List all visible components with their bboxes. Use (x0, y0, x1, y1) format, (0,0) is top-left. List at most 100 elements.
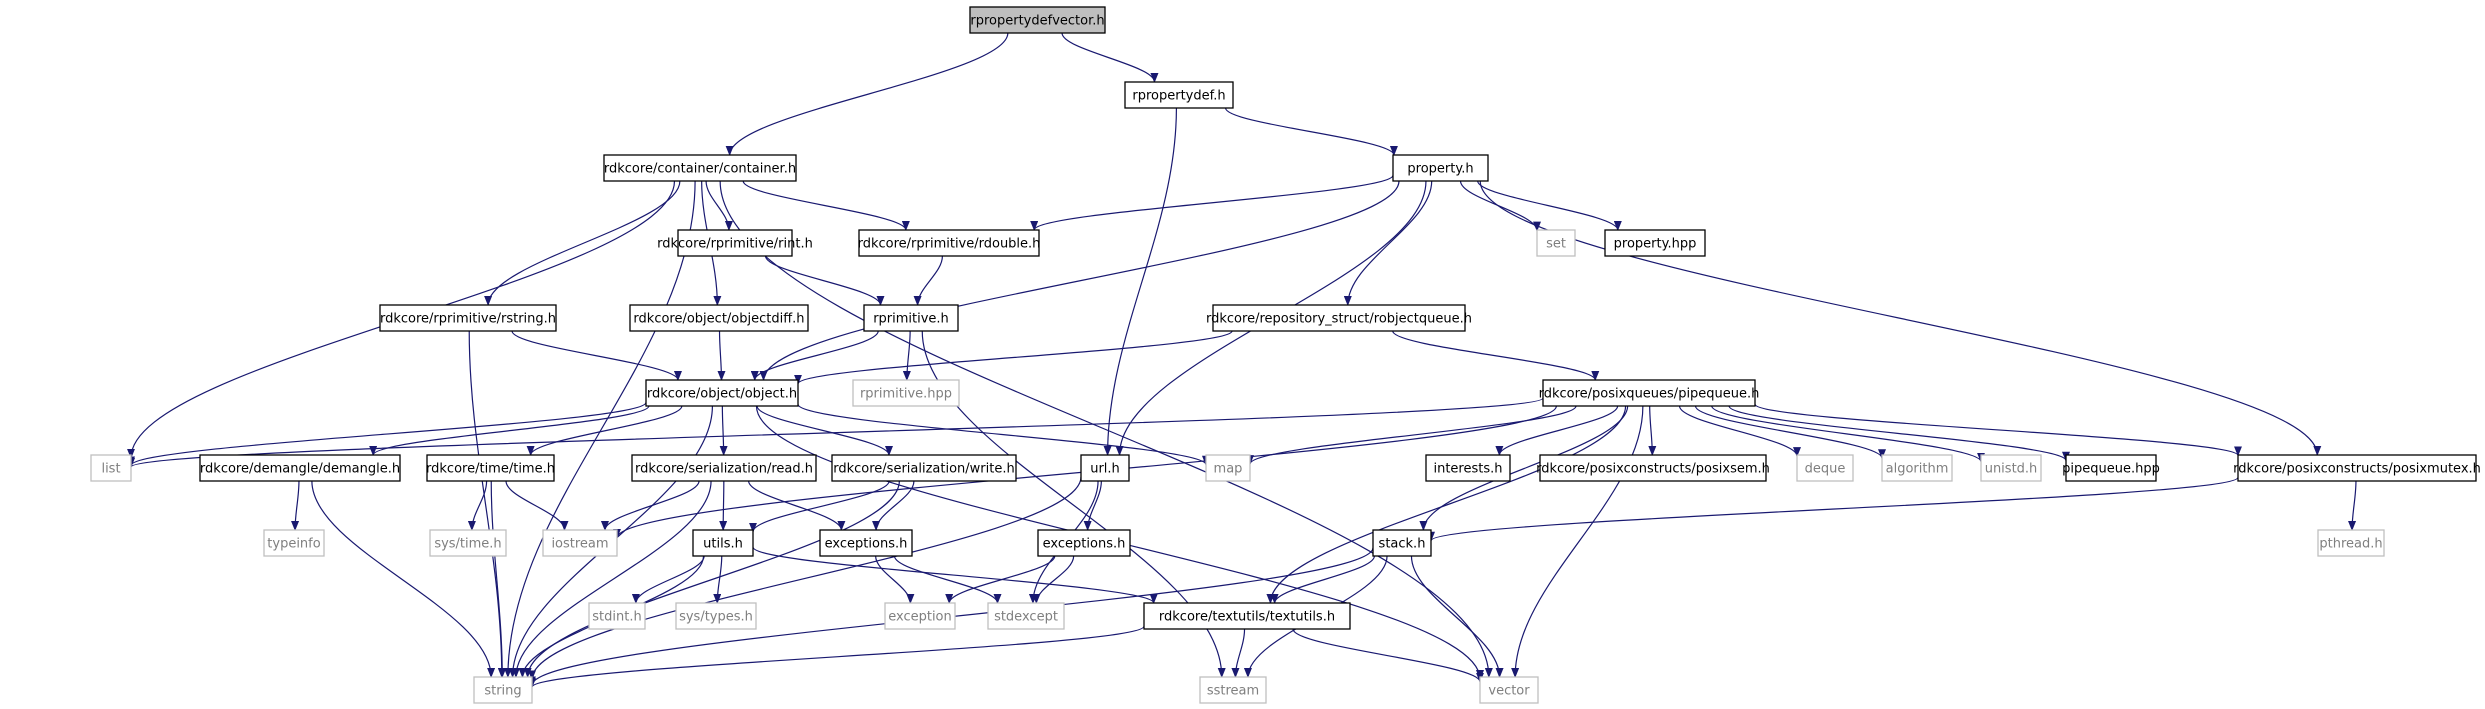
node-utils[interactable]: utils.h (692, 529, 754, 557)
node-textutils[interactable]: rdkcore/textutils/textutils.h (1143, 602, 1351, 630)
node-label-textutils: rdkcore/textutils/textutils.h (1159, 610, 1335, 625)
node-container[interactable]: rdkcore/container/container.h (603, 154, 797, 182)
node-pipequeue[interactable]: rdkcore/posixqueues/pipequeue.h (1539, 379, 1760, 407)
edge-textutils-to-sstream (1231, 628, 1246, 678)
node-exceptions_h[interactable]: exceptions.h (819, 529, 913, 557)
edge-utils-to-stdint (631, 555, 705, 604)
node-property[interactable]: property.h (1392, 154, 1489, 182)
node-label-read: rdkcore/serialization/read.h (635, 462, 813, 477)
edge-stack-to-textutils (1270, 555, 1375, 604)
edge-rstring-to-object (511, 330, 682, 381)
node-label-rint: rdkcore/rprimitive/rint.h (657, 237, 813, 252)
node-property_hpp[interactable]: property.hpp (1604, 229, 1706, 257)
edge-container-to-rdouble (742, 180, 910, 231)
node-label-vector: vector (1488, 684, 1530, 699)
edge-pipequeue-to-algorithm (1694, 405, 1886, 460)
edge-object-to-map (797, 403, 1210, 466)
edge-exceptions_h2-to-stdexcept (1032, 555, 1075, 604)
node-read[interactable]: rdkcore/serialization/read.h (631, 454, 817, 482)
node-robjectqueue[interactable]: rdkcore/repository_struct/robjectqueue.h (1206, 304, 1472, 332)
node-stack[interactable]: stack.h (1372, 529, 1432, 557)
edge-container-to-rstring (484, 180, 681, 306)
edge-utils-to-systypes (713, 555, 723, 604)
node-label-rpropertydef: rpropertydef.h (1132, 89, 1225, 104)
edge-pipequeue-to-textutils (1266, 405, 1627, 604)
node-label-stack: stack.h (1379, 537, 1426, 552)
node-label-rdouble: rdkcore/rprimitive/rdouble.h (858, 237, 1041, 252)
node-label-property: property.h (1407, 162, 1473, 177)
node-label-posixmutex: rdkcore/posixconstructs/posixmutex.h (2233, 462, 2481, 477)
edge-object-to-time (526, 405, 683, 456)
node-typeinfo: typeinfo (263, 529, 325, 557)
node-posixmutex[interactable]: rdkcore/posixconstructs/posixmutex.h (2233, 454, 2481, 482)
node-box-typeinfo (263, 529, 325, 557)
node-interests[interactable]: interests.h (1425, 454, 1511, 482)
node-box-objectdiff (629, 304, 809, 332)
node-rprimitive[interactable]: rprimitive.h (863, 304, 959, 332)
edge-rpropertydef-to-property (1224, 107, 1398, 156)
node-objectdiff[interactable]: rdkcore/object/objectdiff.h (629, 304, 809, 332)
node-label-stdint: stdint.h (592, 610, 641, 625)
node-box-sstream (1199, 676, 1267, 704)
node-box-property_hpp (1604, 229, 1706, 257)
node-iostream: iostream (542, 529, 618, 557)
node-algorithm: algorithm (1881, 454, 1953, 482)
edge-object-to-list (127, 401, 647, 467)
node-box-stack (1372, 529, 1432, 557)
node-label-typeinfo: typeinfo (267, 537, 320, 552)
node-rint[interactable]: rdkcore/rprimitive/rint.h (657, 229, 813, 257)
node-demangle[interactable]: rdkcore/demangle/demangle.h (199, 454, 401, 482)
node-systime: sys/time.h (429, 529, 507, 557)
node-label-rstring: rdkcore/rprimitive/rstring.h (380, 312, 556, 327)
node-map: map (1205, 454, 1251, 482)
node-box-exception (884, 602, 956, 630)
node-url[interactable]: url.h (1080, 454, 1130, 482)
node-box-string (473, 676, 533, 704)
edge-posixmutex-to-pthread (2348, 480, 2357, 531)
node-label-algorithm: algorithm (1886, 462, 1949, 477)
node-label-interests: interests.h (1433, 462, 1502, 477)
node-posixsem[interactable]: rdkcore/posixconstructs/posixsem.h (1536, 454, 1770, 482)
edge-write-to-string (523, 480, 900, 678)
node-box-posixsem (1539, 454, 1767, 482)
node-label-container: rdkcore/container/container.h (604, 162, 796, 177)
node-box-rprimitive (863, 304, 959, 332)
node-box-pthread (2317, 529, 2385, 557)
node-rdouble[interactable]: rdkcore/rprimitive/rdouble.h (858, 229, 1041, 257)
node-unistd: unistd.h (1980, 454, 2042, 482)
node-box-systime (429, 529, 507, 557)
node-label-map: map (1214, 462, 1243, 477)
node-string: string (473, 676, 533, 704)
edge-pipequeue-to-unistd (1711, 405, 1985, 463)
node-label-sstream: sstream (1207, 684, 1259, 699)
node-box-stdexcept (987, 602, 1065, 630)
edge-time-to-string (490, 480, 507, 678)
node-rpropertydef[interactable]: rpropertydef.h (1124, 81, 1234, 109)
node-time[interactable]: rdkcore/time/time.h (426, 454, 555, 482)
edge-rprimitive-to-object (750, 330, 879, 381)
node-box-rdouble (858, 229, 1040, 257)
node-rpropertydefvector[interactable]: rpropertydefvector.h (969, 6, 1106, 34)
edge-demangle-to-typeinfo (291, 480, 300, 531)
node-write[interactable]: rdkcore/serialization/write.h (831, 454, 1017, 482)
node-sstream: sstream (1199, 676, 1267, 704)
edge-read-to-iostream (601, 480, 700, 531)
node-systypes: sys/types.h (675, 602, 757, 630)
node-exceptions_h2[interactable]: exceptions.h (1037, 529, 1131, 557)
node-object[interactable]: rdkcore/object/object.h (645, 379, 799, 407)
node-pipequeue_hpp[interactable]: pipequeue.hpp (2062, 454, 2160, 482)
node-box-exceptions_h (819, 529, 913, 557)
edge-read-to-utils (719, 480, 728, 531)
node-box-set (1536, 229, 1576, 257)
node-box-textutils (1143, 602, 1351, 630)
edge-pipequeue-to-posixmutex (1754, 403, 2242, 457)
node-label-object: rdkcore/object/object.h (647, 387, 797, 402)
nodes-layer: rpropertydefvector.h rpropertydef.h rdkcor… (90, 6, 2481, 704)
node-box-exceptions_h2 (1037, 529, 1131, 557)
edge-container-to-vector (719, 180, 1493, 678)
edge-pipequeue-to-stack (1419, 405, 1629, 531)
node-rstring[interactable]: rdkcore/rprimitive/rstring.h (379, 304, 557, 332)
edge-rprimitive-to-rprimitive_hpp (902, 330, 911, 381)
edge-property-to-robjectqueue (1343, 180, 1433, 306)
